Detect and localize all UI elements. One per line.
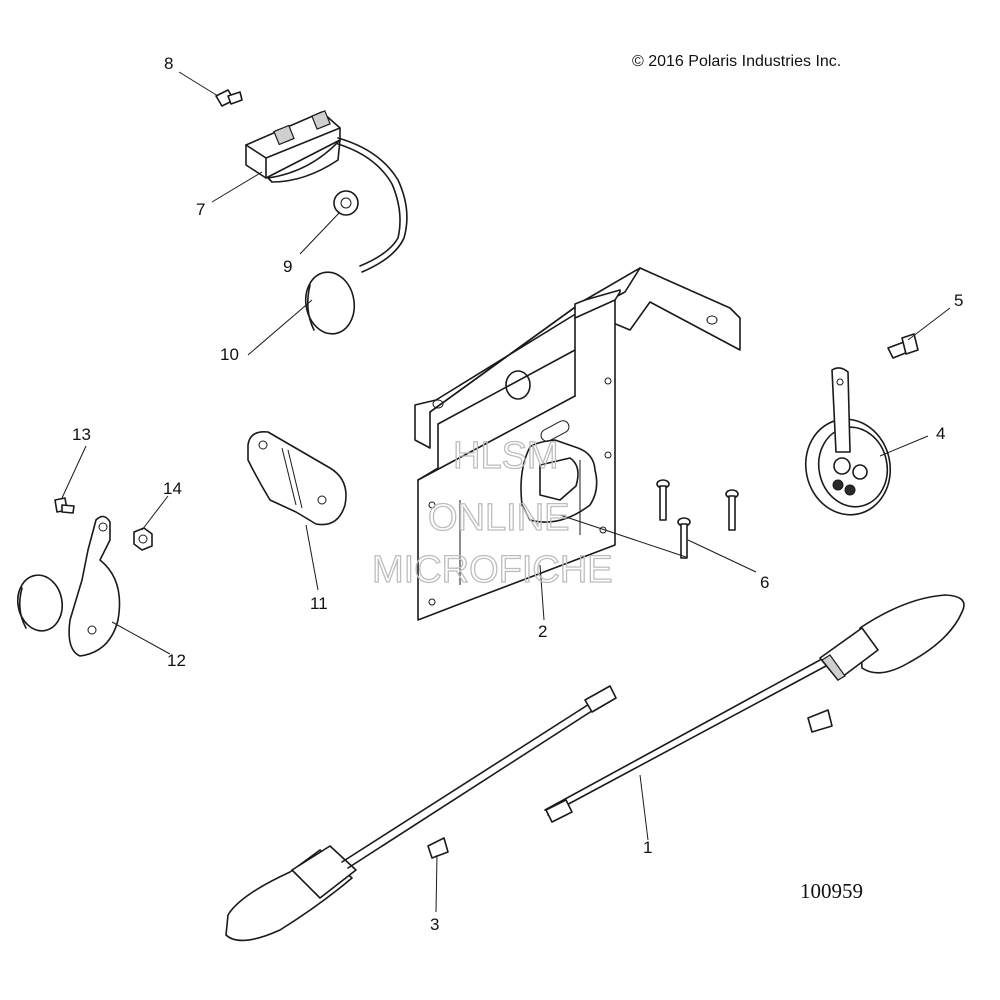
- part-5-screw: [887, 333, 919, 359]
- part-4-horn: [804, 367, 892, 516]
- copyright-text: © 2016 Polaris Industries Inc.: [632, 53, 841, 70]
- watermark-line-3: MICROFICHE: [372, 549, 613, 591]
- callout-8: 8: [164, 54, 173, 73]
- callout-3: 3: [430, 915, 439, 934]
- callout-6: 6: [760, 573, 769, 592]
- callout-1: 1: [643, 838, 652, 857]
- callout-9: 9: [283, 257, 292, 276]
- callout-7: 7: [196, 200, 205, 219]
- callout-10: 10: [220, 345, 239, 364]
- leader-lines: [61, 71, 951, 913]
- drawing-number: 100959: [800, 879, 863, 903]
- callout-14: 14: [163, 479, 182, 498]
- watermark-line-2: ONLINE: [428, 497, 569, 539]
- part-13-screw: [54, 497, 75, 514]
- watermark: HLSM ONLINE MICROFICHE: [371, 434, 613, 591]
- part-2-plate-bracket: [414, 267, 741, 621]
- callout-numbers: 1 2 3 4 5 6 7 8 9 10 11 12 13 14: [72, 54, 963, 934]
- callout-5: 5: [954, 291, 963, 310]
- callout-11: 11: [310, 594, 328, 613]
- callout-13: 13: [72, 425, 91, 444]
- part-3-screws: [427, 709, 833, 859]
- part-6-screws: [656, 479, 739, 559]
- callout-12: 12: [167, 651, 186, 670]
- part-7-license-light: [245, 110, 408, 273]
- part-11-bracket: [247, 430, 347, 526]
- part-10-reflector: [304, 271, 356, 335]
- watermark-line-1: HLSM: [453, 435, 559, 477]
- part-1-turn-signals: [225, 594, 965, 942]
- callout-2: 2: [538, 622, 547, 641]
- part-14-nut: [133, 527, 153, 551]
- part-8-screw: [215, 89, 243, 107]
- part-12-reflector-bracket: [16, 515, 121, 657]
- callout-4: 4: [936, 424, 945, 443]
- part-9-spacer: [333, 190, 359, 216]
